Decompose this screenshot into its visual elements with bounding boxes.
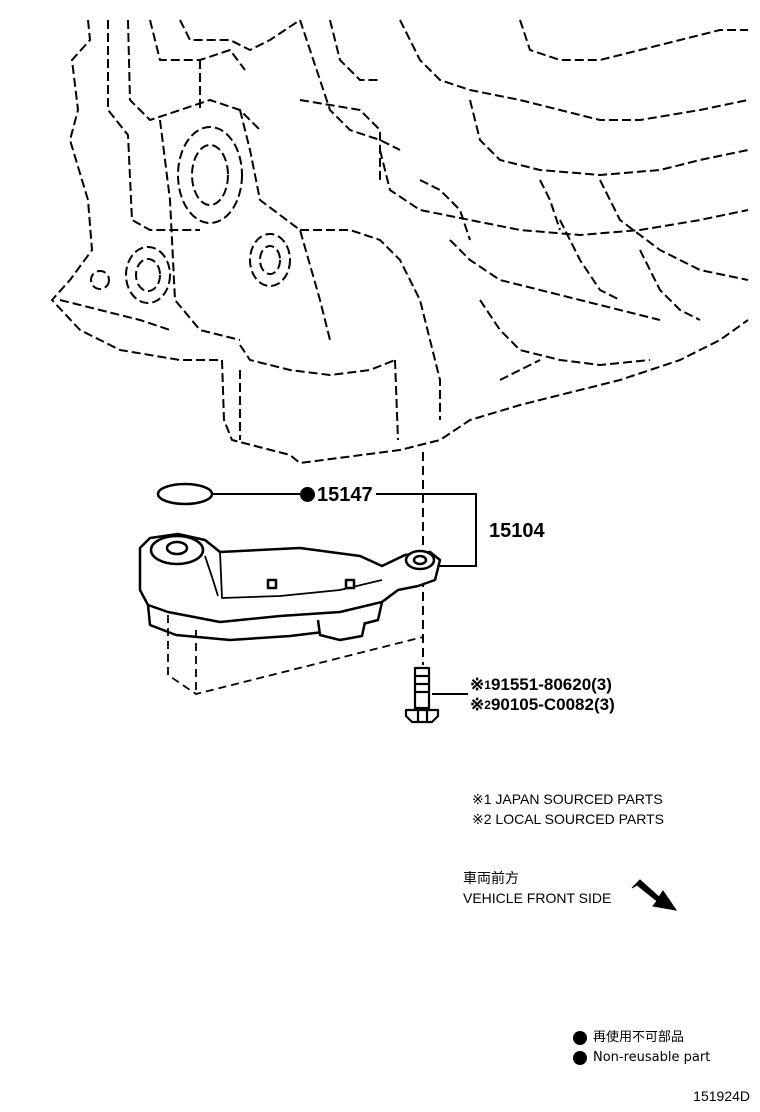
bolt-part-number-1: 91551-80620(3) xyxy=(490,675,612,694)
vehicle-front-label-en: VEHICLE FRONT SIDE xyxy=(463,890,612,906)
strainer-leader-line xyxy=(376,493,477,567)
bolt-part-number-2: 90105-C0082(3) xyxy=(490,695,615,714)
reference-mark: ※ xyxy=(470,695,485,714)
reference-number: 2 xyxy=(484,698,491,712)
legend-non-reusable-jp: 再使用不可部品 xyxy=(573,1030,684,1046)
legend-text-en: Non-reusable part xyxy=(593,1050,711,1065)
bolt-part-line-1: ※191551-80620(3) xyxy=(470,675,612,695)
engine-block-outline xyxy=(51,19,749,464)
legend-text-jp: 再使用不可部品 xyxy=(593,1030,685,1045)
legend-dot-icon xyxy=(573,1031,587,1045)
vehicle-front-label-jp: 車両前方 xyxy=(463,871,519,887)
oring-part-number: 15147 xyxy=(317,484,373,506)
note-local-sourced: ※2 LOCAL SOURCED PARTS xyxy=(472,811,664,827)
o-ring xyxy=(156,482,214,506)
oring-part-callout: 15147 xyxy=(300,484,373,506)
diagram-code: 151924D xyxy=(693,1088,750,1104)
strainer-projection xyxy=(167,615,424,695)
strainer-part-number: 15104 xyxy=(489,520,545,542)
bolt-part-line-2: ※290105-C0082(3) xyxy=(470,695,615,715)
legend-dot-icon xyxy=(573,1051,587,1065)
reference-mark: ※ xyxy=(470,675,485,694)
reference-number: 1 xyxy=(484,678,491,692)
legend-non-reusable-en: Non-reusable part xyxy=(573,1050,710,1066)
vehicle-front-arrow-icon xyxy=(631,879,678,911)
note-japan-sourced: ※1 JAPAN SOURCED PARTS xyxy=(472,791,663,807)
flange-bolt xyxy=(404,666,440,724)
oil-strainer xyxy=(138,532,442,642)
non-reusable-marker-icon xyxy=(300,487,315,502)
